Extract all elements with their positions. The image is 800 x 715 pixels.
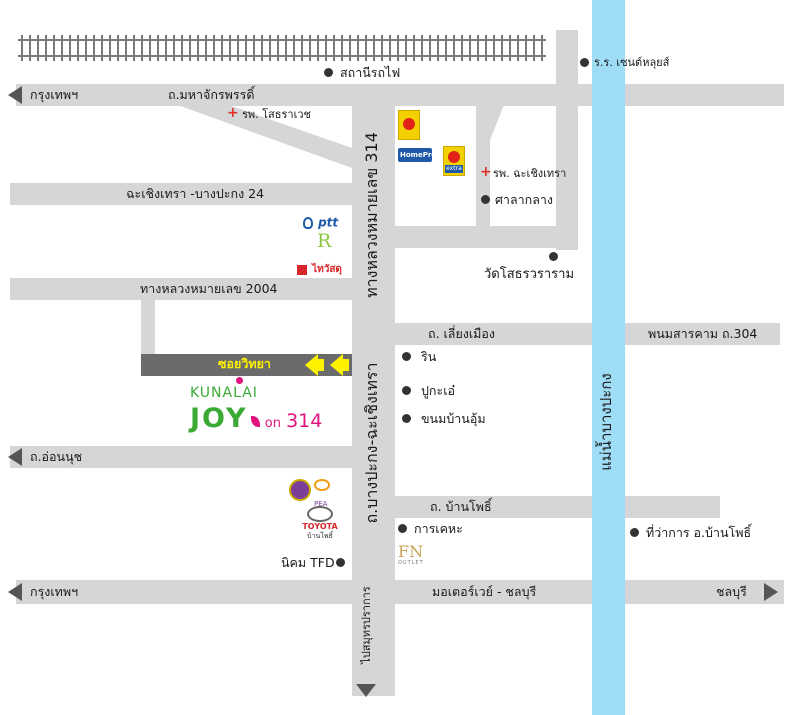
label-maha: ถ.มหาจักรพรรดิ์ [168,87,255,102]
label-station: สถานีรถไฟ [340,65,401,80]
bigc-extra-logo: extra [443,146,465,176]
road-hw314 [352,106,395,696]
label-bkk-bottom: กรุงเทพฯ [30,584,79,599]
road-motorway [16,580,784,604]
rin-dot [402,352,411,361]
thaiwatsadu-logo-text: ไทวัสดุ [312,264,342,275]
thaiwatsadu-logo: ไทวัสดุ [297,259,342,278]
bigc-logo-1-mark [403,118,415,130]
kunalai-logo: KUNALAI JOY on 314 [190,385,322,434]
label-sothorn: รพ. โสธราเวช [242,108,311,121]
kunalai-logo-text: KUNALAI [190,385,258,401]
label-banpho-office: ที่ว่าการ อ.บ้านโพธิ์ [646,525,752,540]
label-liang: ถ. เลี่ยงเมือง [428,326,495,341]
arrow-left-motorway-icon [8,583,22,601]
joy-314-text: 314 [286,410,323,432]
fn-logo-text: FN [398,542,424,561]
label-soi-witthaya: ซอยวิทยา [218,356,271,371]
wat-dot [549,252,558,261]
kunalai-location-dot [236,377,243,384]
road-hw2004 [10,278,352,300]
karkeha-dot [398,524,407,533]
sala-dot [481,195,490,204]
label-hw314: ทางหลวงหมายเลข 314 [362,132,381,298]
arrow-yellow-1-icon [305,354,318,376]
arrow-right-chonburi-icon [764,583,778,601]
road-wat [395,226,578,248]
label-tfd: นิคม TFD [281,555,335,570]
bigc-extra-logo-text: extra [445,165,463,173]
label-chonburi: ชลบุรี [716,584,747,599]
joy-logo: JOY on 314 [190,403,322,434]
river-bangpakong [592,0,625,715]
soi-witthaya-road [141,354,352,376]
joy-leaf-icon [250,416,260,427]
pea-logo-text: PEA [314,500,328,508]
label-wat: วัดโสธรวราราม [484,267,575,282]
road-chach24 [10,183,352,205]
joy-logo-text: JOY [190,403,248,434]
label-chach-hosp: รพ. ฉะเชิงเทรา [493,167,567,180]
chach-hospital-icon: + [480,164,492,180]
sothorn-hospital-icon: + [227,105,239,121]
school-dot [580,58,589,67]
label-chach24: ฉะเชิงเทรา -บางปะกง 24 [126,186,265,201]
label-sala: ศาลากลาง [495,192,553,207]
road-hw314-upper [352,84,395,106]
label-khanom: ขนมบ้านอุ้ม [421,411,486,426]
label-school: ร.ร. เซนต์หลุยส์ [594,56,670,69]
label-motorway: มอเตอร์เวย์ - ชลบุรี [432,584,537,599]
toyota-logo-text: TOYOTA [302,522,338,531]
station-dot [324,68,333,77]
label-bpk-ccs: ถ.บางปะกง-ฉะเชิงเทรา [362,362,381,524]
robinson-r-logo: R [317,230,332,252]
khanom-dot [402,414,411,423]
banpho-office-dot [630,528,639,537]
arrow-yellow-2-tail [343,359,349,371]
road-onnut [10,446,352,468]
road-liang [395,323,780,345]
homepro-logo: HomePro [398,148,436,162]
road-v-short [141,300,155,356]
label-hw2004: ทางหลวงหมายเลข 2004 [140,281,278,296]
province-seal-logo [289,479,311,501]
bigc-extra-logo-mark [448,151,460,163]
label-phanom: พนมสารคาม ถ.304 [648,326,758,341]
arrow-yellow-2-icon [330,354,343,376]
thaiwatsadu-house-icon [297,264,307,275]
arrow-down-samut-icon [356,684,376,697]
fn-outlet-logo: FN OUTLET [398,542,424,567]
arrow-left-top-icon [8,86,22,104]
label-karkeha: การเคหะ [414,521,463,536]
arrow-left-onnut-icon [8,448,22,466]
toyota-logo: TOYOTA บ้านโพธิ์ [296,506,344,540]
fn-logo-sub: OUTLET [398,560,424,566]
road-banpho [395,496,720,518]
label-banpho: ถ. บ้านโพธิ์ [430,499,492,514]
road-v-right [556,30,578,250]
ptt-logo-text: ptt [318,215,339,230]
label-rin: ริน [421,349,437,364]
arrow-yellow-1-tail [318,359,324,371]
ptt-logo: ptt [303,212,338,231]
homepro-logo-text: HomePro [400,151,437,159]
label-pukae: ปูกะเอ๋ [421,383,455,398]
road-diagonal-left-shape [150,95,352,168]
bigc-logo-1 [398,110,420,140]
ptt-flame-icon [303,216,313,229]
toyota-emblem-icon [307,506,333,522]
pea-logo: PEA [314,479,330,510]
label-onnut: ถ.อ่อนนุช [30,449,83,464]
joy-on-text: on [264,416,281,431]
tfd-dot [336,558,345,567]
label-to-samut: ไปสมุทรปราการ [360,586,373,664]
label-bkk-top: กรุงเทพฯ [30,87,79,102]
pukae-dot [402,386,411,395]
toyota-logo-sub: บ้านโพธิ์ [307,532,333,540]
pea-ring-icon [314,479,330,491]
label-river: แม่น้ำบางปะกง [597,373,615,471]
